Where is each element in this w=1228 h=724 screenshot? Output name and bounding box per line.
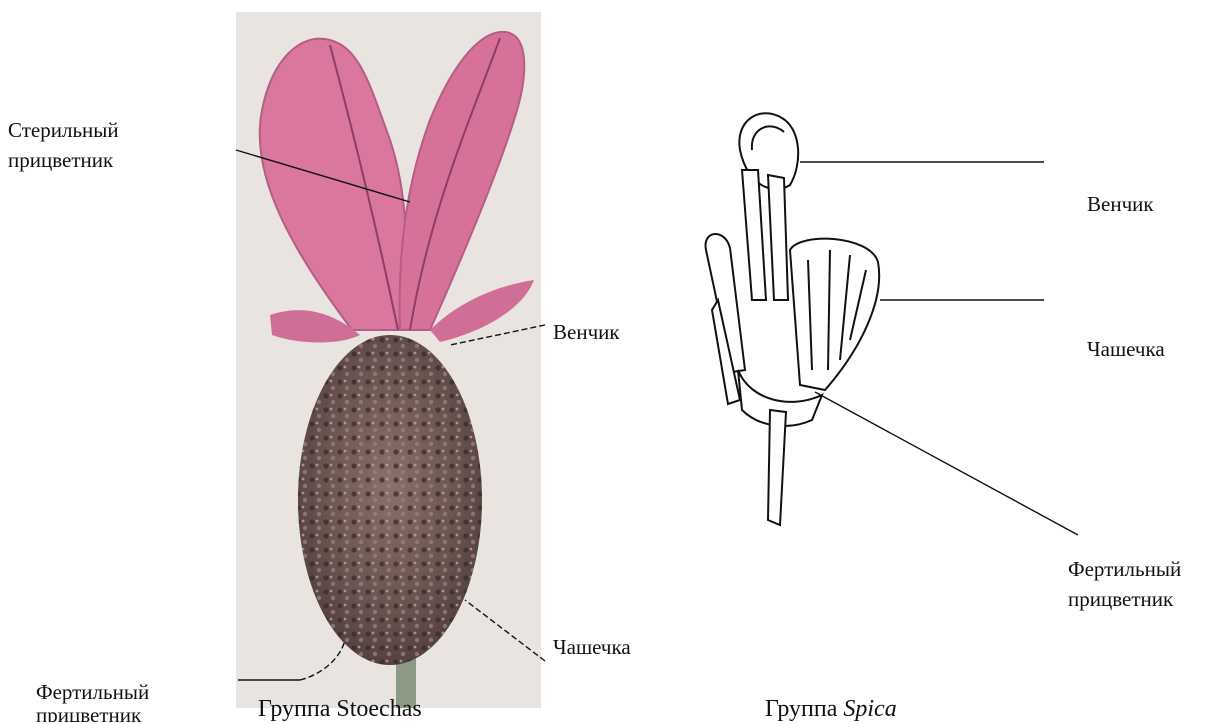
caption-spica: Группа Spica [765, 694, 897, 724]
leader-spica-fertile-bract [815, 392, 1078, 535]
caption-stoechas: Группа Stoechas [258, 694, 422, 724]
label-sterile-bract-line1: Стерильный [8, 116, 119, 145]
label-calyx-left: Чашечка [553, 633, 631, 662]
caption-spica-italic: Spica [843, 696, 896, 722]
spica-drawing [706, 113, 880, 525]
label-sterile-bract-line2: прицветник [8, 146, 113, 175]
spica-stem [768, 410, 786, 525]
label-fertile-bract-left-line1: Фертильный [36, 678, 149, 707]
label-corolla-left: Венчик [553, 318, 620, 347]
label-fertile-bract-right-line2: прицветник [1068, 585, 1173, 614]
label-calyx-right: Чашечка [1087, 335, 1165, 364]
label-fertile-bract-right-line1: Фертильный [1068, 555, 1181, 584]
stoechas-photo [236, 12, 541, 708]
label-fertile-bract-left-line2: прицветник [36, 708, 141, 722]
spica-right-cluster [790, 239, 879, 390]
flower-head-texture [298, 335, 482, 665]
spica-tube-1 [742, 170, 766, 300]
spica-tube-2 [768, 175, 788, 300]
caption-spica-prefix: Группа [765, 696, 843, 722]
label-corolla-right: Венчик [1087, 190, 1154, 219]
